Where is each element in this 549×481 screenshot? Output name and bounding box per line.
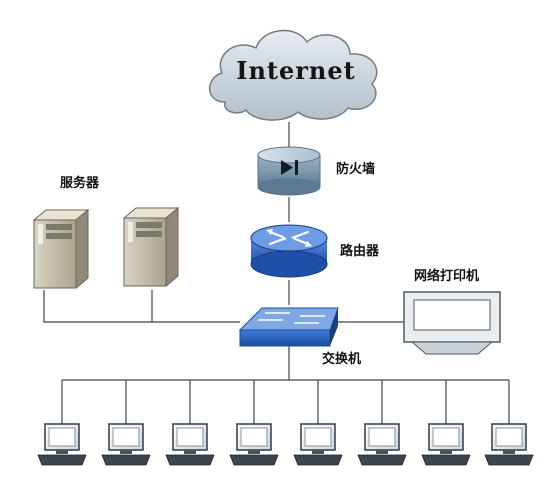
server-icon (32, 208, 90, 290)
switch-label: 交换机 (322, 352, 362, 367)
workstation-icon (421, 423, 471, 466)
connections (43, 122, 510, 424)
workstations (37, 423, 534, 466)
firewall-icon (257, 146, 321, 196)
workstation-drops (61, 380, 510, 424)
workstation-icon (101, 423, 151, 466)
workstation-icon (293, 423, 343, 466)
switch-icon (238, 307, 339, 347)
printer-label: 网络打印机 (414, 269, 480, 284)
workstation-icon (229, 423, 279, 466)
network-printer-icon (403, 291, 501, 355)
workstation-icon (37, 423, 87, 466)
servers-label: 服务器 (60, 176, 100, 191)
internet-cloud-icon (208, 29, 378, 121)
link-servers-switch (43, 290, 240, 323)
router-icon (250, 224, 328, 278)
router-label: 路由器 (340, 244, 380, 259)
workstation-icon (357, 423, 407, 466)
workstation-icon (484, 423, 534, 466)
workstation-icon (165, 423, 215, 466)
internet-label: Internet (236, 56, 355, 85)
server-icon (122, 206, 180, 288)
firewall-label: 防火墙 (336, 162, 376, 177)
